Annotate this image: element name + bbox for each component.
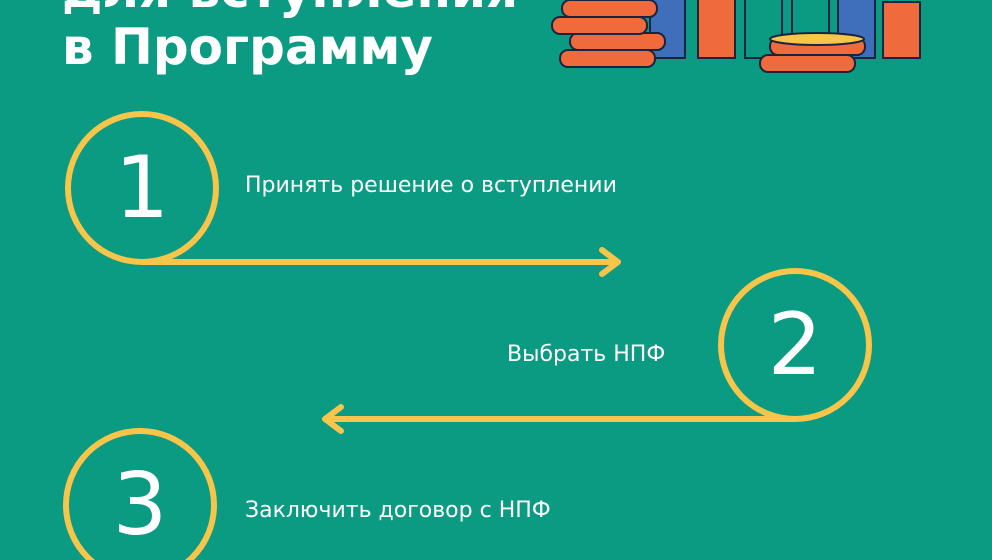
step-1-number: 1 <box>114 138 170 238</box>
step-2-text: Выбрать НПФ <box>507 342 666 367</box>
coin-stack-icon <box>551 0 866 73</box>
step-3-text: Заключить договор с НПФ <box>245 498 551 523</box>
step-1-text: Принять решение о вступлении <box>245 173 617 198</box>
step-2-number: 2 <box>767 295 823 395</box>
step-3-circle <box>63 428 217 560</box>
title-line-1: для вступления <box>62 0 518 20</box>
arrow-left-icon <box>322 404 798 434</box>
step-3-number: 3 <box>112 455 168 555</box>
title-line-2: в Программу <box>62 18 434 76</box>
arrow-right-icon <box>139 247 621 277</box>
